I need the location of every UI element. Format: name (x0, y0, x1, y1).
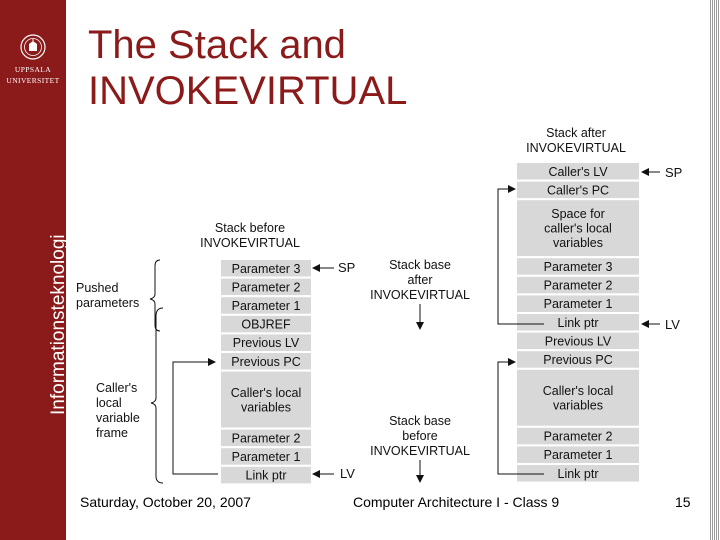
right-stack-cell-label-6: Link ptr (558, 316, 599, 330)
stack-cells: Parameter 3 Parameter 2 Parameter 1 OBJREF P… (219, 161, 641, 486)
logo-line-1: UPPSALA (14, 65, 52, 74)
link-ptr-arrow-left (172, 358, 218, 475)
label-lv-left: LV (340, 466, 355, 481)
base-before-line2: before (402, 429, 437, 443)
label-callers-line3: variable (96, 411, 140, 425)
link-ptr-arrow-right-upper (497, 185, 544, 325)
base-before-line1: Stack base (389, 414, 451, 428)
left-stack-cell-label-3: OBJREF (241, 318, 291, 332)
right-stack-cell-label-8: Previous PC (543, 353, 612, 367)
left-stack-cell-label-0: Parameter 3 (232, 262, 301, 276)
header-left-line2: INVOKEVIRTUAL (200, 236, 300, 250)
sidebar-vertical-label: Informationsteknologi (48, 234, 69, 415)
title-line-1: The Stack and (88, 23, 346, 67)
right-stack-cell-12 (515, 463, 641, 484)
right-stack-cell-label-10: Parameter 2 (544, 430, 613, 444)
right-stack-cell-label-9-0: Caller's local (543, 384, 613, 398)
base-after-line2: after (407, 273, 432, 287)
header-right-line2: INVOKEVIRTUAL (526, 141, 626, 155)
right-stack-cell-label-0: Caller's LV (548, 165, 608, 179)
right-stack-cell-label-7: Previous LV (545, 334, 612, 348)
left-stack-cell-label-4: Previous LV (233, 336, 300, 350)
right-stack-cell-label-2-2: variables (553, 236, 603, 250)
footer-course: Computer Architecture I - Class 9 (353, 494, 560, 510)
edge-decoration (710, 0, 720, 540)
left-stack-cell-label-5: Previous PC (231, 355, 300, 369)
label-sp-left: SP (338, 260, 355, 275)
base-before-line3: INVOKEVIRTUAL (370, 444, 470, 458)
header-left-line1: Stack before (215, 221, 285, 235)
university-seal-icon (20, 34, 46, 60)
sidebar: UPPSALA UNIVERSITET Informationsteknolog… (0, 0, 69, 540)
right-stack-cell-9 (515, 367, 641, 428)
logo-line-2: UNIVERSITET (6, 76, 60, 85)
header-right-line1: Stack after (546, 126, 606, 140)
stack-diagram: Parameter 3 Parameter 2 Parameter 1 OBJREF P… (76, 126, 682, 486)
right-stack-cell-label-5: Parameter 1 (544, 297, 613, 311)
footer-date: Saturday, October 20, 2007 (80, 494, 251, 510)
base-after-line3: INVOKEVIRTUAL (370, 288, 470, 302)
label-pushed-line1: Pushed (76, 281, 118, 295)
label-sp-right: SP (665, 165, 682, 180)
left-stack-cell-6 (219, 369, 313, 430)
right-stack-cell-2 (515, 198, 641, 259)
left-stack-cell-label-8: Parameter 1 (232, 450, 301, 464)
left-stack-cell-label-7: Parameter 2 (232, 431, 301, 445)
label-callers-line2: local (96, 396, 122, 410)
title-line-2: INVOKEVIRTUAL (88, 69, 408, 113)
left-stack-cell-label-9: Link ptr (246, 469, 287, 483)
right-stack-cell-label-4: Parameter 2 (544, 279, 613, 293)
right-stack-cell-label-12: Link ptr (558, 467, 599, 481)
left-stack-cell-label-6-1: variables (241, 400, 291, 414)
brace-callers (150, 307, 164, 484)
slide-title: The Stack and INVOKEVIRTUAL (88, 22, 508, 114)
footer-page-number: 15 (675, 494, 691, 510)
label-lv-right: LV (665, 317, 680, 332)
right-stack-cell-label-2-0: Space for (551, 207, 605, 221)
right-stack-cell-label-2-1: caller's local (544, 222, 612, 236)
brace-pushed (149, 259, 161, 332)
link-ptr-arrow-right-lower (497, 358, 544, 475)
base-after-line1: Stack base (389, 258, 451, 272)
label-callers-line4: frame (96, 426, 128, 440)
label-pushed-line2: parameters (76, 296, 139, 310)
right-stack-cell-label-9-1: variables (553, 399, 603, 413)
left-stack-cell-label-6-0: Caller's local (231, 386, 301, 400)
right-stack-cell-label-11: Parameter 1 (544, 448, 613, 462)
left-stack-cell-label-1: Parameter 2 (232, 280, 301, 294)
label-callers-line1: Caller's (96, 381, 137, 395)
right-stack-cell-label-3: Parameter 3 (544, 260, 613, 274)
right-stack-cell-label-1: Caller's PC (547, 183, 609, 197)
left-stack-cell-label-2: Parameter 1 (232, 299, 301, 313)
